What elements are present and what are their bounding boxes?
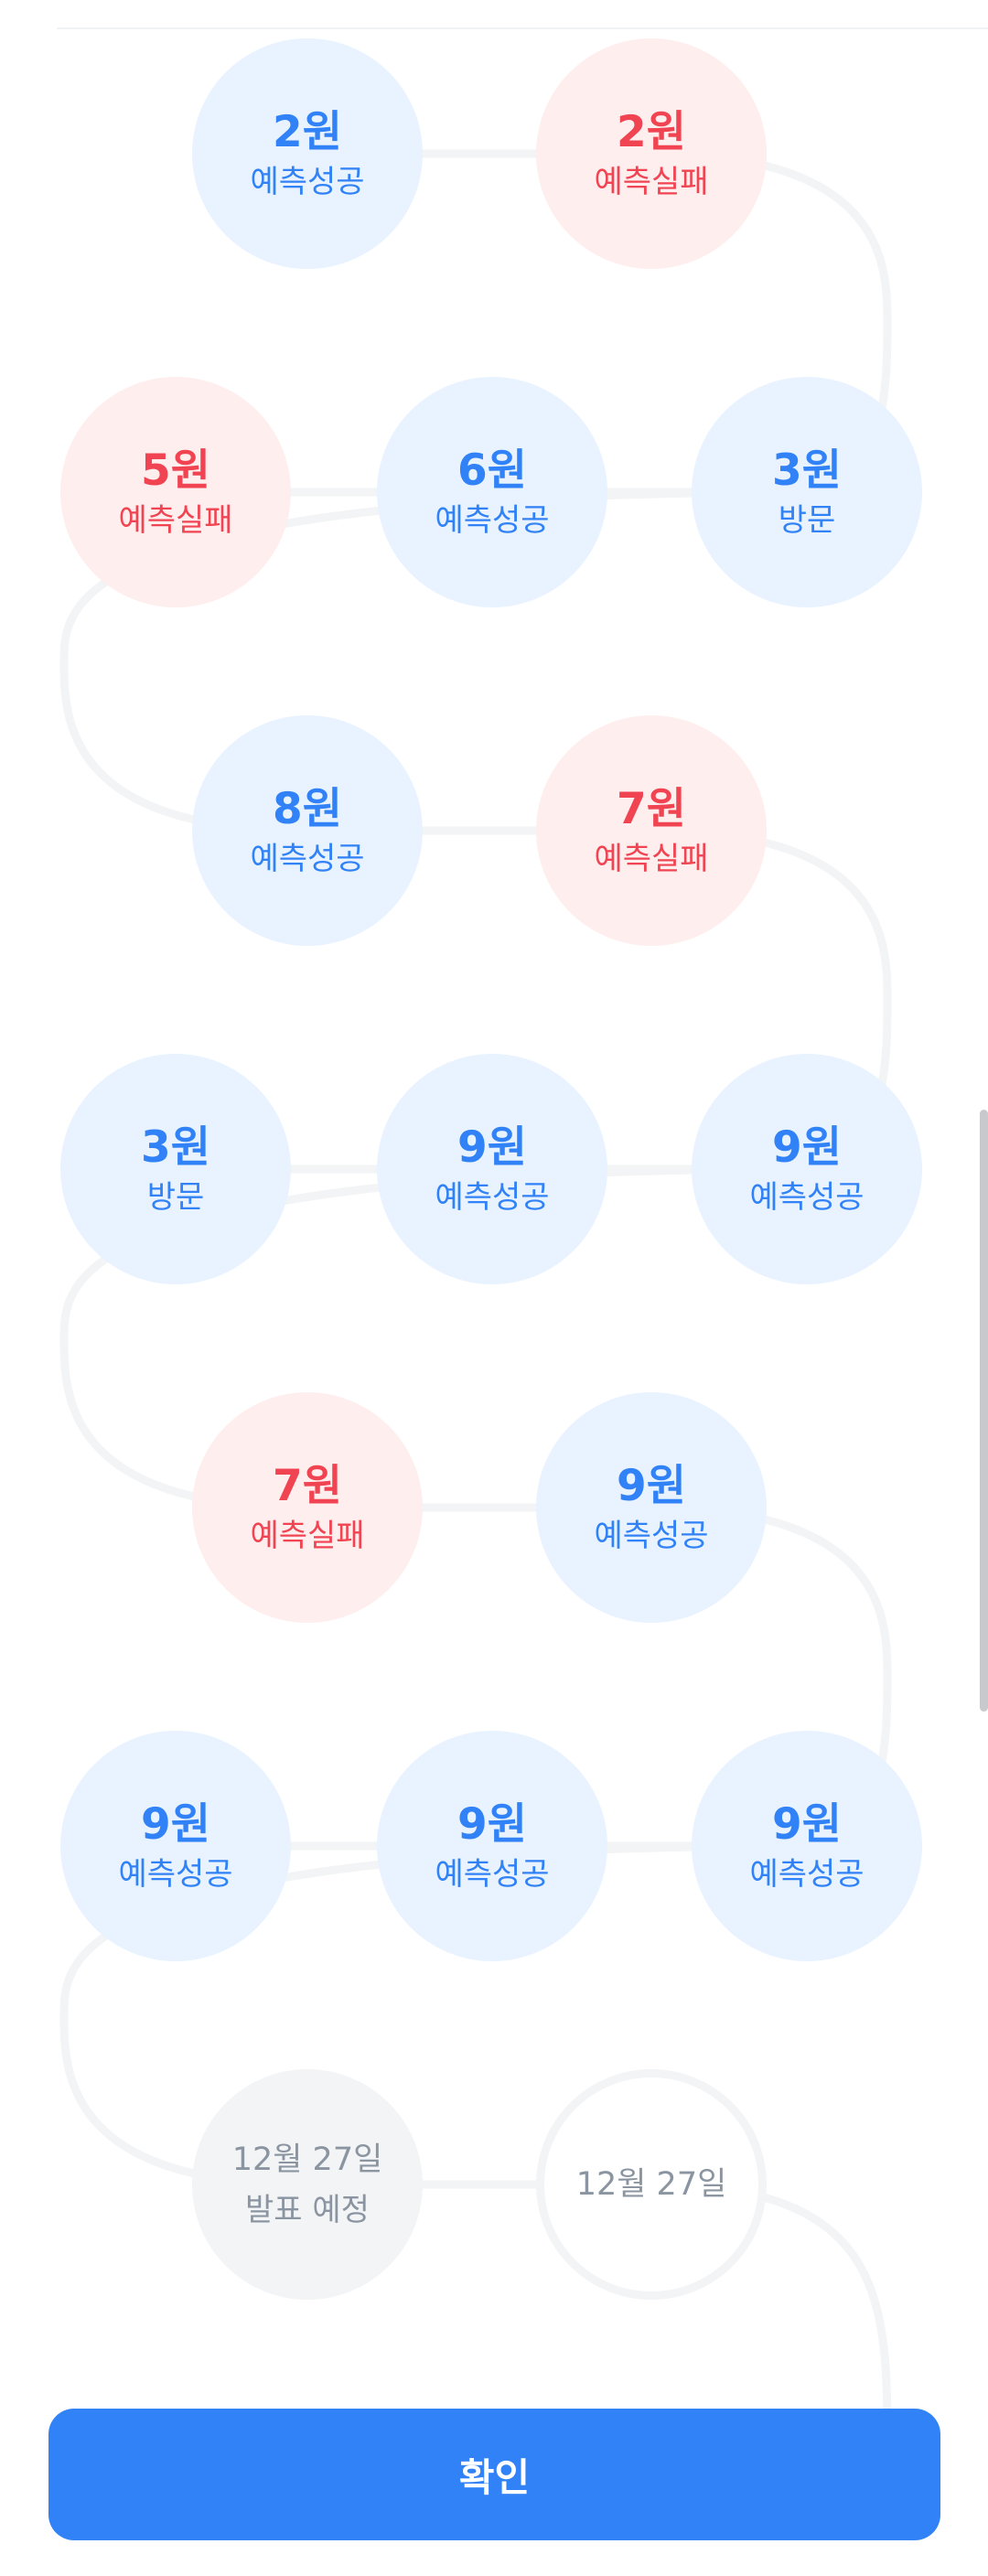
track-segment: [59, 1165, 811, 1512]
reward-amount: 9원: [617, 1460, 686, 1511]
prediction-status: 예측성공: [435, 1178, 550, 1216]
prediction-status: 예측성공: [594, 1517, 709, 1554]
announce-note: 발표 예정: [245, 2191, 370, 2228]
reward-amount: 2원: [617, 106, 686, 157]
prediction-status: 방문: [146, 1178, 205, 1216]
prediction-status: 예측성공: [250, 840, 365, 877]
scrollbar-thumb[interactable]: [980, 1110, 988, 1712]
confirm-button[interactable]: 확인: [48, 2409, 940, 2540]
prediction-status: 예측실패: [118, 501, 233, 539]
reward-amount: 7원: [273, 1460, 342, 1511]
reward-amount: 8원: [273, 783, 342, 834]
track-segment: [59, 1841, 811, 2189]
prediction-status: 예측성공: [435, 501, 550, 539]
reward-amount: 2원: [273, 106, 342, 157]
reward-amount: 9원: [457, 1798, 527, 1850]
reward-amount: 9원: [141, 1798, 210, 1850]
reward-amount: 9원: [772, 1122, 842, 1173]
reward-amount: 9원: [457, 1122, 527, 1173]
reward-amount: 9원: [772, 1798, 842, 1850]
prediction-status: 예측성공: [749, 1855, 864, 1893]
prediction-status: 방문: [778, 501, 836, 539]
announce-date: 12월 27일: [575, 2165, 727, 2203]
prediction-status: 예측성공: [250, 163, 365, 200]
reward-amount: 3원: [772, 445, 842, 496]
prediction-status: 예측실패: [250, 1517, 365, 1554]
prediction-status: 예측성공: [435, 1855, 550, 1893]
prediction-node-empty[interactable]: 12월 27일: [536, 2069, 767, 2300]
reward-amount: 6원: [457, 445, 527, 496]
prediction-status: 예측실패: [594, 840, 709, 877]
announce-date: 12월 27일: [231, 2141, 383, 2178]
reward-amount: 7원: [617, 783, 686, 834]
top-divider: [57, 27, 988, 29]
prediction-status: 예측성공: [749, 1178, 864, 1216]
prediction-status: 예측실패: [594, 163, 709, 200]
reward-amount: 3원: [141, 1122, 210, 1173]
reward-amount: 5원: [141, 445, 210, 496]
track-segment: [59, 488, 811, 835]
prediction-status: 예측성공: [118, 1855, 233, 1893]
